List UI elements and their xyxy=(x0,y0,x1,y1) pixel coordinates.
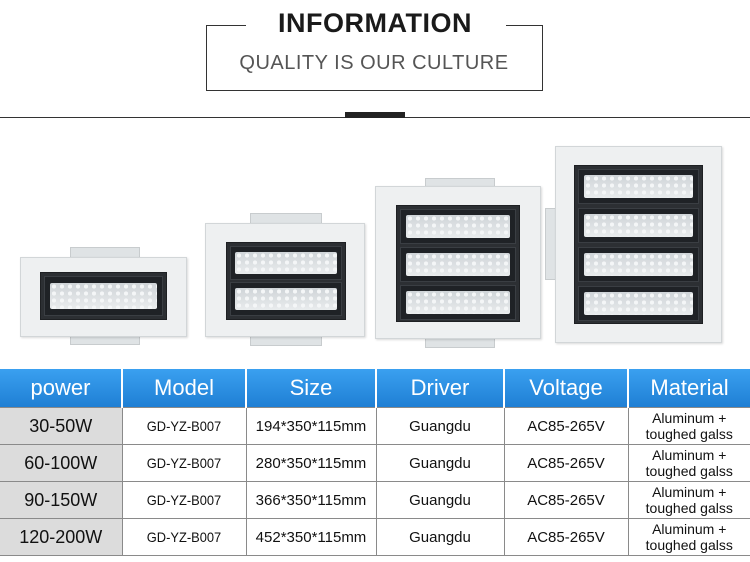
led-module xyxy=(230,282,342,316)
header-line-left xyxy=(206,25,246,26)
fixture-housing xyxy=(555,146,722,343)
cell-size: 280*350*115mm xyxy=(246,444,377,482)
cell-size: 366*350*115mm xyxy=(246,481,377,519)
table-row: 30-50W GD-YZ-B007 194*350*115mm Guangdu … xyxy=(0,407,750,445)
cell-model: GD-YZ-B007 xyxy=(126,481,242,519)
fixture-frame xyxy=(40,272,167,320)
material-line-2: toughed galss xyxy=(645,500,733,516)
cell-voltage: AC85-265V xyxy=(504,407,629,445)
table-header-row: power Model Size Driver Voltage Material xyxy=(0,369,750,408)
led-module xyxy=(44,276,163,316)
header-frame-bottom xyxy=(206,90,543,91)
led-module xyxy=(578,208,699,243)
page-subtitle: QUALITY IS OUR CULTURE xyxy=(239,52,509,74)
column-header-driver: Driver xyxy=(376,369,505,408)
led-module xyxy=(400,247,516,282)
cell-driver: Guangdu xyxy=(376,407,505,445)
table-row: 60-100W GD-YZ-B007 280*350*115mm Guangdu… xyxy=(0,444,750,482)
cell-voltage: AC85-265V xyxy=(504,481,629,519)
header-frame-left xyxy=(206,25,207,90)
cell-size: 194*350*115mm xyxy=(246,407,377,445)
material-line-2: toughed galss xyxy=(645,426,733,442)
column-header-voltage: Voltage xyxy=(504,369,629,408)
material-line-1: Aluminum + xyxy=(652,521,727,537)
cell-material: Aluminum + toughed galss xyxy=(628,444,750,482)
column-header-material: Material xyxy=(628,369,750,408)
led-module xyxy=(400,209,516,244)
fixture-housing xyxy=(20,257,187,337)
spec-table: power Model Size Driver Voltage Material… xyxy=(0,369,750,556)
fixture-frame xyxy=(226,242,346,320)
cell-power: 120-200W xyxy=(0,518,123,556)
cell-voltage: AC85-265V xyxy=(504,518,629,556)
cell-model: GD-YZ-B007 xyxy=(126,518,242,556)
column-header-model: Model xyxy=(122,369,247,408)
material-line-1: Aluminum + xyxy=(652,410,727,426)
led-module xyxy=(400,285,516,320)
cell-material: Aluminum + toughed galss xyxy=(628,518,750,556)
material-line-2: toughed galss xyxy=(645,463,733,479)
column-header-size: Size xyxy=(246,369,377,408)
cell-driver: Guangdu xyxy=(376,518,505,556)
cell-power: 90-150W xyxy=(0,481,123,519)
cell-power: 60-100W xyxy=(0,444,123,482)
fixture-frame xyxy=(574,165,703,324)
cell-driver: Guangdu xyxy=(376,481,505,519)
fixture-frame xyxy=(396,205,520,322)
led-module xyxy=(578,169,699,204)
material-line-1: Aluminum + xyxy=(652,484,727,500)
divider-accent xyxy=(345,112,405,118)
fixture-housing xyxy=(375,186,541,339)
cell-model: GD-YZ-B007 xyxy=(126,407,242,445)
cell-power: 30-50W xyxy=(0,407,123,445)
cell-size: 452*350*115mm xyxy=(246,518,377,556)
cell-driver: Guangdu xyxy=(376,444,505,482)
led-module xyxy=(578,286,699,321)
table-row: 90-150W GD-YZ-B007 366*350*115mm Guangdu… xyxy=(0,481,750,519)
table-row: 120-200W GD-YZ-B007 452*350*115mm Guangd… xyxy=(0,518,750,556)
led-module xyxy=(578,247,699,282)
cell-model: GD-YZ-B007 xyxy=(126,444,242,482)
column-header-power: power xyxy=(0,369,123,408)
header-line-right xyxy=(506,25,543,26)
material-line-2: toughed galss xyxy=(645,537,733,553)
cell-material: Aluminum + toughed galss xyxy=(628,481,750,519)
cell-voltage: AC85-265V xyxy=(504,444,629,482)
material-line-1: Aluminum + xyxy=(652,447,727,463)
led-module xyxy=(230,246,342,280)
cell-material: Aluminum + toughed galss xyxy=(628,407,750,445)
header-frame-right xyxy=(542,25,543,90)
page-title: INFORMATION xyxy=(278,8,472,38)
fixture-housing xyxy=(205,223,365,337)
